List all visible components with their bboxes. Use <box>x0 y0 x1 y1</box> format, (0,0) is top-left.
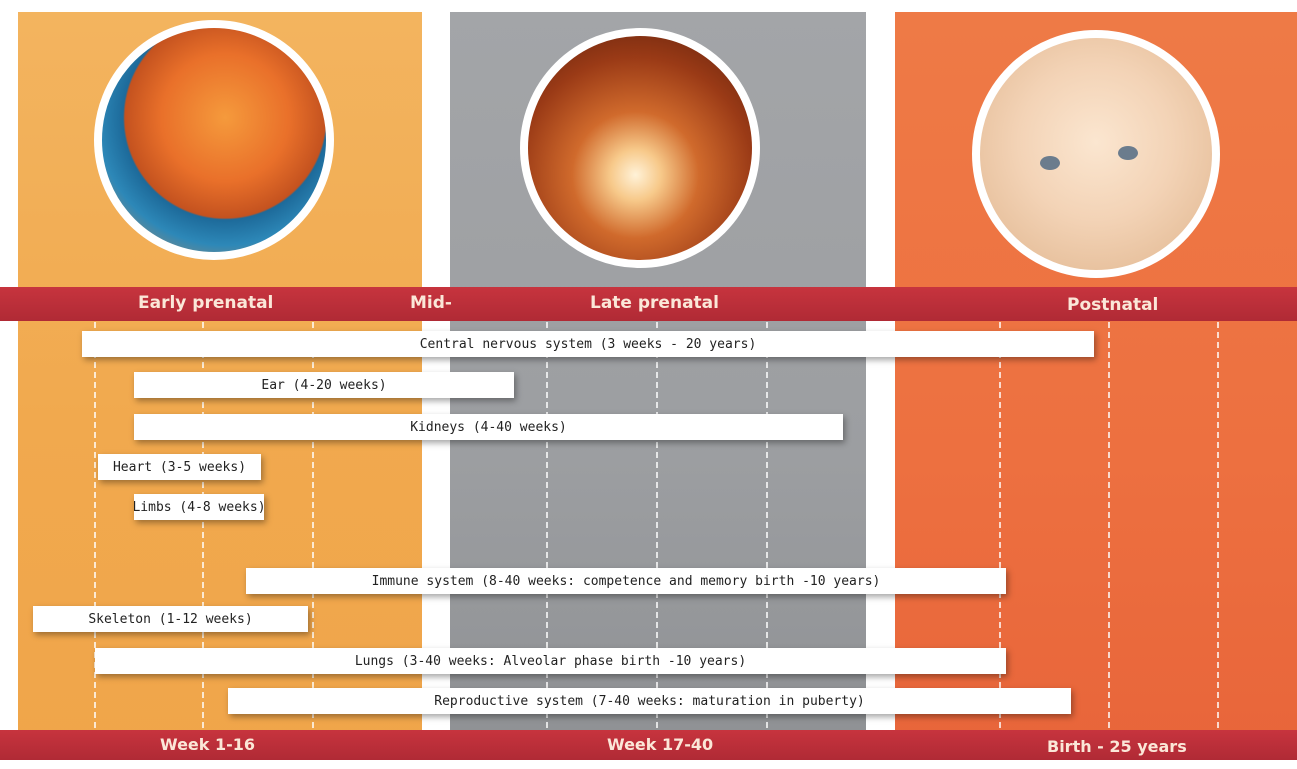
stage-band: Early prenatal Mid- Late prenatal Postna… <box>0 287 1297 321</box>
bar-reproductive-system: Reproductive system (7-40 weeks: maturat… <box>228 688 1071 714</box>
period-label-postnatal: Birth - 25 years <box>1047 737 1187 756</box>
bar-ear: Ear (4-20 weeks) <box>134 372 514 398</box>
gridline <box>1217 322 1219 728</box>
bar-immune-system: Immune system (8-40 weeks: competence an… <box>246 568 1006 594</box>
stage-label-postnatal: Postnatal <box>1067 295 1158 315</box>
stage-label-mid: Mid- <box>410 293 452 313</box>
bar-central-nervous-system: Central nervous system (3 weeks - 20 yea… <box>82 331 1094 357</box>
period-label-late: Week 17-40 <box>607 735 713 754</box>
gridline <box>1108 322 1110 728</box>
baby-photo <box>972 30 1220 278</box>
stage-label-late-prenatal: Late prenatal <box>590 293 719 313</box>
embryo-photo <box>94 20 334 260</box>
baby-eye-left <box>1040 156 1060 170</box>
baby-eye-right <box>1118 146 1138 160</box>
stage-label-early-prenatal: Early prenatal <box>138 293 273 313</box>
bar-limbs: Limbs (4-8 weeks) <box>134 494 264 520</box>
period-label-early: Week 1-16 <box>160 735 255 754</box>
bar-heart: Heart (3-5 weeks) <box>98 454 261 480</box>
bar-kidneys: Kidneys (4-40 weeks) <box>134 414 843 440</box>
fetus-photo <box>520 28 760 268</box>
period-band: Week 1-16 Week 17-40 Birth - 25 years <box>0 730 1297 760</box>
bar-skeleton: Skeleton (1-12 weeks) <box>33 606 308 632</box>
bar-lungs: Lungs (3-40 weeks: Alveolar phase birth … <box>95 648 1006 674</box>
